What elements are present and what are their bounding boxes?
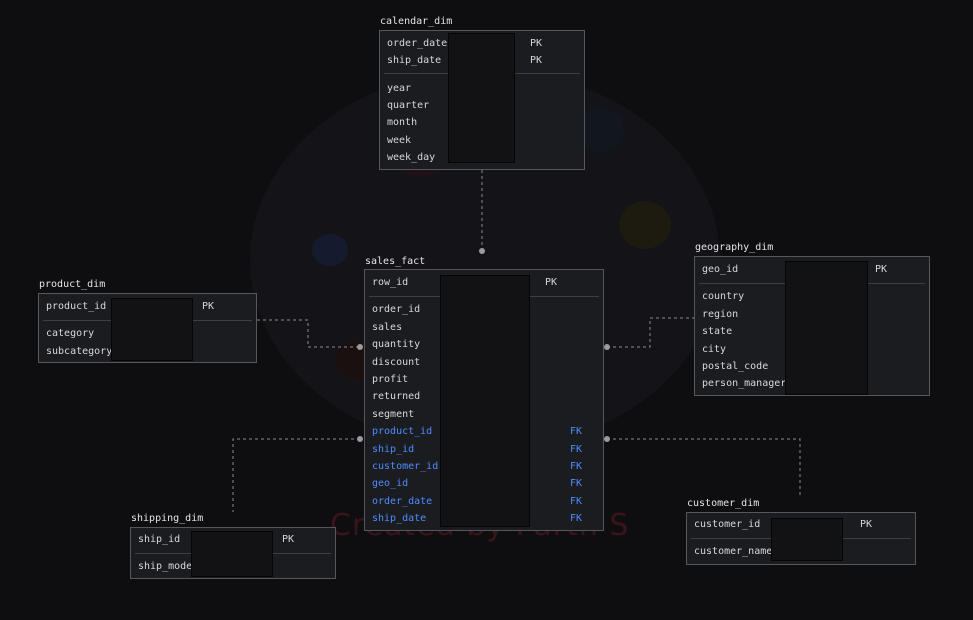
- sales-fact-title: sales_fact: [365, 256, 426, 267]
- fk-tag: FK: [570, 496, 583, 507]
- sales-field-profit: profit: [372, 374, 409, 385]
- product-dim-title: product_dim: [39, 279, 106, 290]
- geography-field-postal-code: postal_code: [702, 361, 769, 372]
- customer-dim-table[interactable]: customer_id PK customer_name: [686, 512, 916, 565]
- product-pk-product-id: product_id: [46, 301, 107, 312]
- redacted-type-column: [111, 298, 193, 361]
- redacted-type-column: [440, 275, 530, 527]
- customer-connector: [607, 438, 801, 497]
- sales-field-segment: segment: [372, 409, 415, 420]
- geography-field-region: region: [702, 309, 739, 320]
- calendar-field-quarter: quarter: [387, 100, 430, 111]
- customer-field-customer-name: customer_name: [694, 546, 773, 557]
- geography-connector: [607, 317, 694, 348]
- fk-tag: FK: [570, 478, 583, 489]
- pk-tag: PK: [530, 55, 543, 66]
- calendar-endpoint: [479, 248, 485, 254]
- sales-fk-customer-id: customer_id: [372, 461, 439, 472]
- sales-field-returned: returned: [372, 391, 421, 402]
- geography-field-person-manager: person_manager: [702, 378, 787, 389]
- fk-tag: FK: [570, 461, 583, 472]
- sales-field-sales: sales: [372, 322, 403, 333]
- sales-field-discount: discount: [372, 357, 421, 368]
- sales-fact-table[interactable]: row_id PK order_id sales quantity discou…: [364, 269, 604, 531]
- redacted-type-column: [771, 518, 843, 561]
- pk-tag: PK: [875, 264, 888, 275]
- geography-dim-title: geography_dim: [695, 242, 774, 253]
- sales-field-order-id: order_id: [372, 304, 421, 315]
- sales-fk-ship-date: ship_date: [372, 513, 427, 524]
- sales-field-quantity: quantity: [372, 339, 421, 350]
- redacted-type-column: [191, 531, 273, 577]
- pk-tag: PK: [530, 38, 543, 49]
- calendar-key-ship-date: ship_date: [387, 55, 442, 66]
- product-endpoint: [357, 344, 363, 350]
- product-connector: [257, 319, 360, 348]
- redacted-type-column: [785, 261, 868, 395]
- pk-tag: PK: [282, 534, 295, 545]
- redacted-type-column: [448, 33, 515, 163]
- fk-tag: FK: [570, 513, 583, 524]
- calendar-field-week: week: [387, 135, 412, 146]
- shipping-pk-ship-id: ship_id: [138, 534, 181, 545]
- geography-pk-geo-id: geo_id: [702, 264, 739, 275]
- geography-field-city: city: [702, 344, 727, 355]
- product-field-subcategory: subcategory: [46, 346, 113, 357]
- calendar-field-month: month: [387, 117, 418, 128]
- calendar-key-order-date: order_date: [387, 38, 448, 49]
- geography-field-state: state: [702, 326, 733, 337]
- calendar-dim-title: calendar_dim: [380, 16, 453, 27]
- sales-fk-product-id: product_id: [372, 426, 433, 437]
- pk-tag: PK: [202, 301, 215, 312]
- product-field-category: category: [46, 328, 95, 339]
- shipping-field-ship-mode: ship_mode: [138, 561, 193, 572]
- fk-tag: FK: [570, 426, 583, 437]
- geography-field-country: country: [702, 291, 745, 302]
- calendar-field-week-day: week_day: [387, 152, 436, 163]
- sales-pk-row-id: row_id: [372, 277, 409, 288]
- pk-tag: PK: [545, 277, 558, 288]
- fk-tag: FK: [570, 444, 583, 455]
- sales-fk-order-date: order_date: [372, 496, 433, 507]
- calendar-field-year: year: [387, 83, 412, 94]
- geography-dim-table[interactable]: geo_id PK country region state city post…: [694, 256, 930, 396]
- product-dim-table[interactable]: product_id PK category subcategory: [38, 293, 257, 363]
- sales-fk-geo-id: geo_id: [372, 478, 409, 489]
- customer-dim-title: customer_dim: [687, 498, 760, 509]
- shipping-connector: [232, 438, 360, 512]
- geography-endpoint: [604, 344, 610, 350]
- calendar-dim-table[interactable]: order_date PK ship_date PK year quarter …: [379, 30, 585, 170]
- sales-fk-ship-id: ship_id: [372, 444, 415, 455]
- shipping-dim-table[interactable]: ship_id PK ship_mode: [130, 527, 336, 579]
- pk-tag: PK: [860, 519, 873, 530]
- shipping-dim-title: shipping_dim: [131, 513, 204, 524]
- customer-endpoint: [604, 436, 610, 442]
- shipping-endpoint: [357, 436, 363, 442]
- customer-pk-customer-id: customer_id: [694, 519, 761, 530]
